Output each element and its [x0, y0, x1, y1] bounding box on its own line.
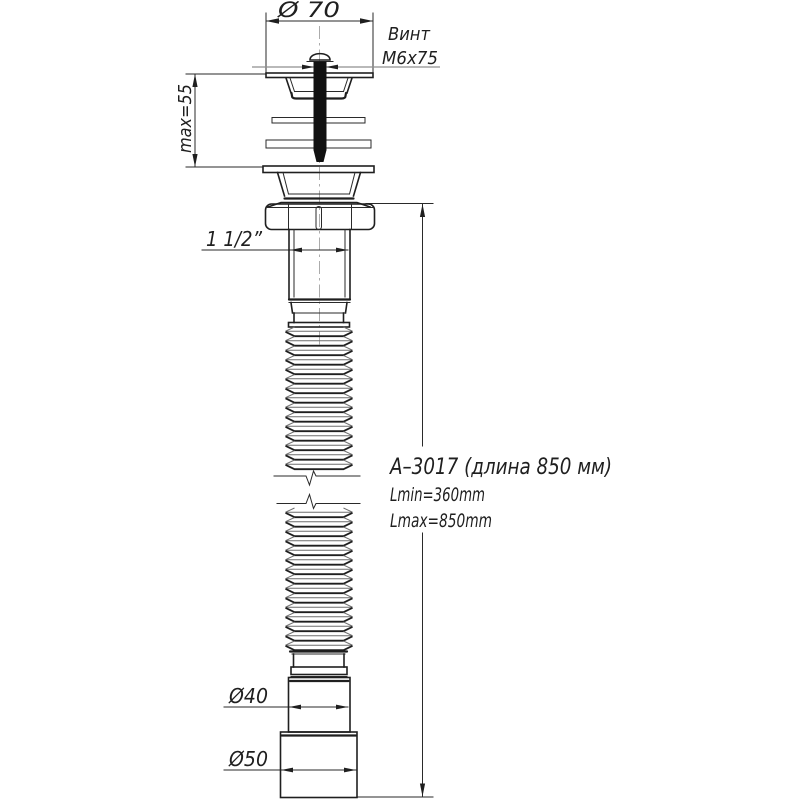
max55-label: max=55 — [175, 84, 196, 153]
dim-max55: max=55 — [175, 73, 267, 168]
screw-label-line2: М6х75 — [382, 48, 438, 69]
part-pipe — [287, 228, 352, 328]
screw-label-line1: Винт — [388, 24, 430, 45]
dia70-label: Ø 70 — [277, 0, 340, 22]
corrugation-lower — [286, 508, 353, 650]
dia40-label: Ø40 — [228, 684, 268, 708]
part-screw — [306, 52, 334, 162]
thread-label: 1 1/2” — [206, 227, 263, 251]
lmin-label: Lmin=360mm — [390, 484, 485, 506]
dim-thread: 1 1/2” — [201, 227, 349, 253]
dim-dia50: Ø50 — [223, 747, 357, 773]
part-nut — [264, 201, 376, 231]
dim-overall: А–3017 (длина 850 мм) Lmin=360mm Lmax=85… — [357, 203, 612, 798]
part-outlet — [279, 650, 358, 799]
break-symbol-lower — [276, 492, 361, 510]
screw-label: Винт М6х75 — [252, 24, 440, 70]
dim-dia70: Ø 70 — [265, 0, 374, 73]
corrugation-upper — [286, 327, 353, 469]
dim-dia40: Ø40 — [223, 684, 349, 710]
model-label: А–3017 (длина 850 мм) — [388, 455, 612, 480]
lmax-label: Lmax=850mm — [390, 510, 492, 532]
dia50-label: Ø50 — [228, 747, 268, 771]
break-symbol-upper — [273, 469, 361, 487]
